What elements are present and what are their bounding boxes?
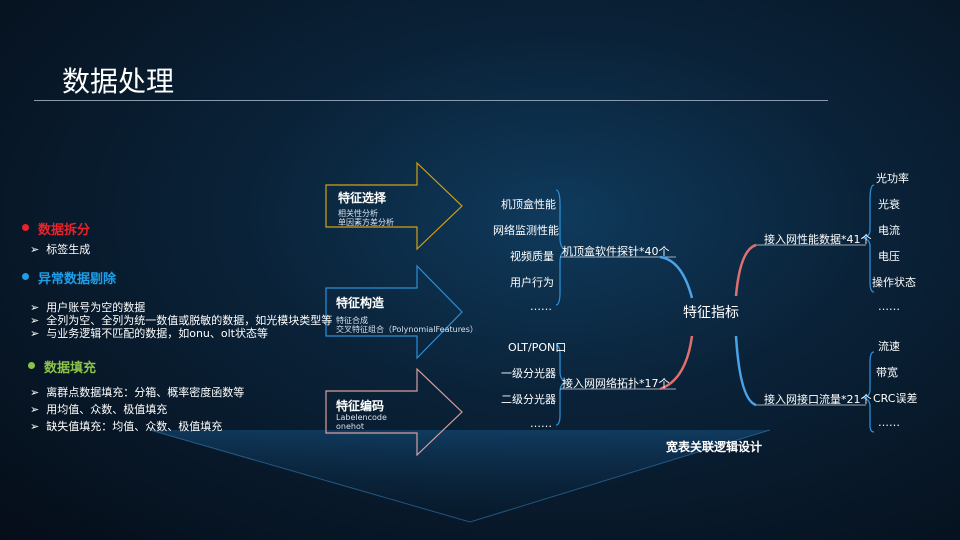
list-item: 一级分光器 xyxy=(501,367,556,380)
arrow-title-encode: 特征编码 xyxy=(336,399,385,413)
bullet-arrow-icon: ➢ xyxy=(30,403,40,416)
list-item: 电压 xyxy=(878,250,900,263)
list-item: 流速 xyxy=(878,340,900,353)
list-item: …… xyxy=(530,417,552,430)
group-label-stb: 机顶盒软件探针*40个 xyxy=(562,245,670,258)
arrow-line: 相关性分析 xyxy=(338,209,378,218)
arrow-line: 特征合成 xyxy=(336,316,368,325)
list-item: 网络监测性能 xyxy=(493,224,559,237)
bullet-arrow-icon: ➢ xyxy=(30,243,40,256)
page-title: 数据处理 xyxy=(62,65,175,98)
list-item: 操作状态 xyxy=(872,276,916,289)
list-item: 光衰 xyxy=(878,198,900,211)
arrow-title-select: 特征选择 xyxy=(338,191,387,205)
section-dot-split xyxy=(22,224,29,231)
group-label-flow: 接入网接口流量*21个 xyxy=(764,393,872,406)
arrow-title-construct: 特征构造 xyxy=(336,296,385,310)
arrow-line: 交叉特征组合（PolynomialFeatures） xyxy=(336,325,478,334)
list-item: …… xyxy=(878,416,900,429)
bullet-item: ➢ 离群点数据填充：分箱、概率密度函数等 xyxy=(30,386,245,399)
curve-perf xyxy=(734,243,757,297)
list-item: 视频质量 xyxy=(510,250,554,263)
arrow-line: Labelencode xyxy=(336,413,387,422)
group-label-topo: 接入网网络拓扑*17个 xyxy=(562,377,670,390)
bullet-arrow-icon: ➢ xyxy=(30,314,40,327)
bullet-arrow-icon: ➢ xyxy=(30,420,40,433)
bottom-label: 宽表关联逻辑设计 xyxy=(666,440,763,454)
brace-topo xyxy=(555,344,569,426)
arrow-shape-construct xyxy=(325,264,463,360)
arrow-shape-select xyxy=(325,161,463,251)
bullet-arrow-icon: ➢ xyxy=(30,327,40,340)
bullet-arrow-icon: ➢ xyxy=(30,301,40,314)
brace-flow xyxy=(861,351,875,433)
title-divider xyxy=(34,100,828,101)
brace-perf xyxy=(861,184,875,293)
curve-topo xyxy=(659,335,694,391)
bullet-item: ➢ 与业务逻辑不匹配的数据，如onu、olt状态等 xyxy=(30,327,268,340)
section-title-outlier: 异常数据剔除 xyxy=(38,272,117,287)
center-node: 特征指标 xyxy=(683,305,739,321)
list-item: 光功率 xyxy=(876,172,909,185)
list-item: …… xyxy=(530,300,552,313)
group-label-perf: 接入网性能数据*41个 xyxy=(764,233,872,246)
list-item: 机顶盒性能 xyxy=(501,198,556,211)
arrow-line: onehot xyxy=(336,422,364,431)
section-dot-outlier xyxy=(22,273,29,280)
list-item: 二级分光器 xyxy=(501,393,556,406)
bullet-item: ➢ 用户账号为空的数据 xyxy=(30,301,146,314)
beam-edge-right xyxy=(469,429,771,523)
arrow-shape-encode xyxy=(325,367,463,457)
section-dot-fill xyxy=(28,362,35,369)
arrow-line: 单因素方差分析 xyxy=(338,218,394,227)
curve-flow xyxy=(734,335,757,407)
bullet-arrow-icon: ➢ xyxy=(30,386,40,399)
light-beam xyxy=(150,430,770,522)
bullet-item: ➢ 全列为空、全列为统一数值或脱敏的数据，如光模块类型等 xyxy=(30,314,333,327)
section-title-split: 数据拆分 xyxy=(38,223,91,238)
list-item: 电流 xyxy=(878,224,900,237)
bullet-item: ➢ 用均值、众数、极值填充 xyxy=(30,403,168,416)
beam-edge-left xyxy=(149,429,471,523)
bullet-item: ➢ 缺失值填充：均值、众数、极值填充 xyxy=(30,420,223,433)
bullet-item: ➢ 标签生成 xyxy=(30,243,91,256)
brace-stb xyxy=(555,189,569,306)
list-item: 带宽 xyxy=(876,366,898,379)
list-item: 用户行为 xyxy=(510,276,554,289)
list-item: …… xyxy=(878,300,900,313)
section-title-fill: 数据填充 xyxy=(44,361,97,376)
curve-stb xyxy=(659,255,694,299)
list-item: CRC误差 xyxy=(873,392,918,405)
list-item: OLT/PON口 xyxy=(508,341,567,354)
